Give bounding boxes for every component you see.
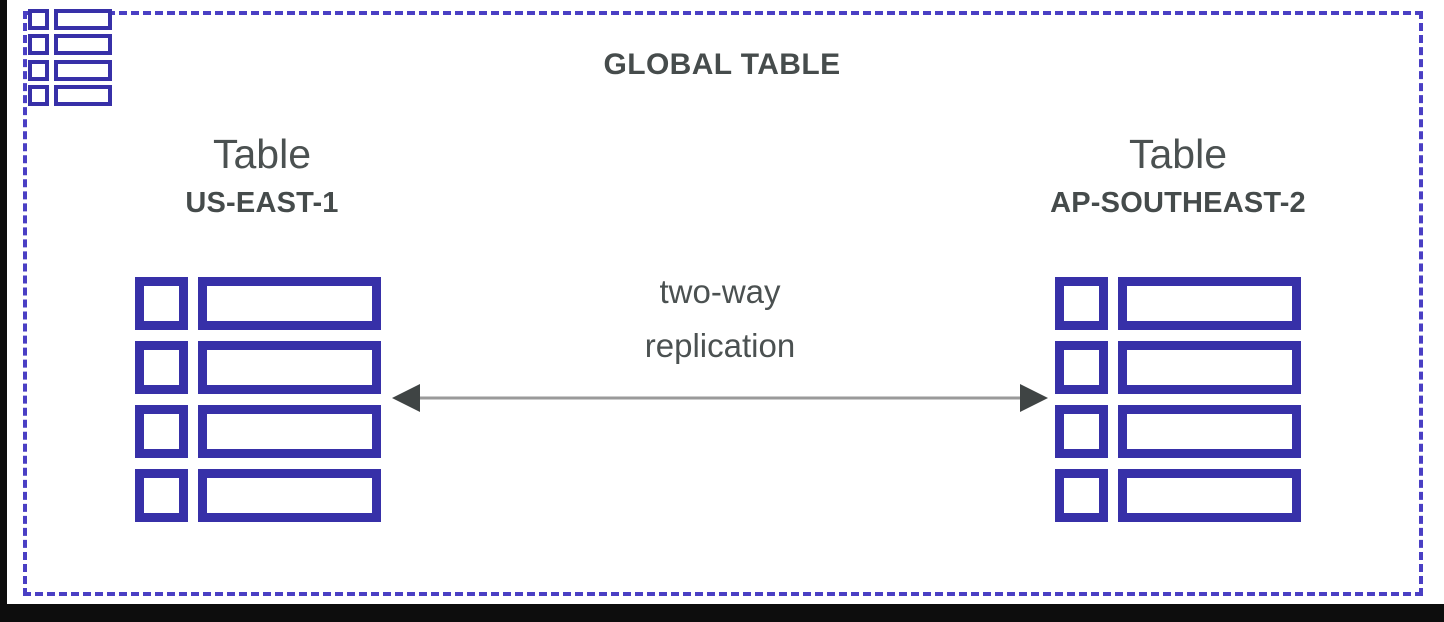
- table-icon-row: [28, 9, 112, 30]
- table-icon-row: [28, 34, 112, 56]
- replication-label-line-2: replication: [644, 327, 796, 365]
- table-icon-value-cell: [54, 59, 112, 81]
- table-icon-value-cell: [54, 84, 112, 106]
- table-icon-key-cell: [28, 34, 49, 56]
- table-icon-row: [28, 84, 112, 106]
- table-icon-row: [28, 59, 112, 81]
- table-icon-key-cell: [28, 59, 49, 81]
- global-table-title: GLOBAL TABLE: [603, 48, 841, 81]
- table-row-value-cell: [1118, 469, 1301, 522]
- table-rows-icon-ap-southeast-2: [1055, 277, 1301, 522]
- table-icon-key-cell: [28, 9, 49, 30]
- arrow-head-right: [1020, 384, 1048, 412]
- two-way-replication-arrow: [392, 384, 1048, 412]
- table-row: [1055, 277, 1301, 330]
- table-row-value-cell: [1118, 405, 1301, 458]
- table-icon-key-cell: [28, 84, 49, 106]
- table-row: [135, 469, 381, 522]
- region-code-label: US-EAST-1: [185, 187, 339, 219]
- table-row-value-cell: [1118, 341, 1301, 394]
- table-row: [1055, 405, 1301, 458]
- frame-left-edge: [0, 0, 7, 622]
- table-row-value-cell: [1118, 277, 1301, 330]
- table-row-key-cell: [135, 341, 188, 394]
- replication-annotation: two-way replication: [510, 265, 930, 374]
- region-group-us-east-1: Table US-EAST-1: [52, 134, 472, 218]
- table-row-key-cell: [1055, 469, 1108, 522]
- table-row-key-cell: [1055, 341, 1108, 394]
- region-entity-label: Table: [212, 131, 311, 177]
- table-row-value-cell: [198, 405, 381, 458]
- table-icon-value-cell: [54, 9, 112, 30]
- table-row-key-cell: [135, 277, 188, 330]
- table-icon: [28, 9, 112, 106]
- global-table-boundary: [23, 11, 1423, 596]
- region-entity-label: Table: [1128, 131, 1227, 177]
- table-row-key-cell: [135, 405, 188, 458]
- table-row-value-cell: [198, 277, 381, 330]
- table-row: [135, 277, 381, 330]
- table-row-key-cell: [1055, 405, 1108, 458]
- table-row-key-cell: [1055, 277, 1108, 330]
- arrow-head-left: [392, 384, 420, 412]
- table-row: [1055, 341, 1301, 394]
- region-group-ap-southeast-2: Table AP-SOUTHEAST-2: [968, 134, 1388, 218]
- region-code-label: AP-SOUTHEAST-2: [1050, 187, 1306, 219]
- table-row-value-cell: [198, 341, 381, 394]
- table-row: [1055, 469, 1301, 522]
- table-row-value-cell: [198, 469, 381, 522]
- table-icon-value-cell: [54, 34, 112, 56]
- table-row: [135, 405, 381, 458]
- table-row-key-cell: [135, 469, 188, 522]
- frame-bottom-edge: [0, 604, 1444, 622]
- table-rows-icon-us-east-1: [135, 277, 381, 522]
- replication-label-line-1: two-way: [659, 273, 781, 310]
- table-row: [135, 341, 381, 394]
